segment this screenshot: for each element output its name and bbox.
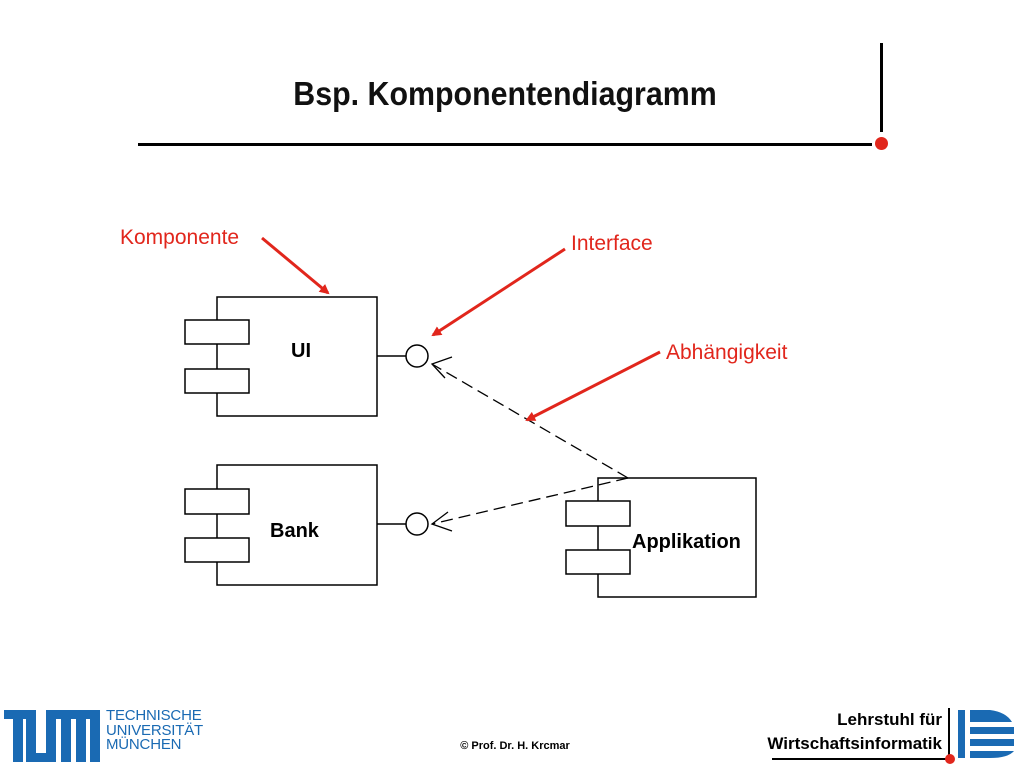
component-ui-port-bottom [184, 368, 250, 394]
component-bank-label: Bank [270, 520, 320, 542]
annotation-arrow-dependency [525, 350, 661, 422]
annotation-interface-label: Interface [571, 232, 653, 255]
chair-line-1: Lehrstuhl für [837, 710, 942, 729]
component-applikation-port-top [565, 500, 631, 527]
annotation-component-label: Komponente [120, 226, 239, 249]
copyright-text: © Prof. Dr. H. Krcmar [460, 740, 570, 752]
component-bank: Bank [184, 464, 378, 586]
chair-line-2: Wirtschaftsinformatik [767, 734, 942, 753]
tum-wordmark: TECHNISCHE UNIVERSITÄT MÜNCHEN [106, 707, 203, 753]
chair-red-dot [945, 754, 955, 764]
component-applikation-label: Applikation [632, 531, 741, 553]
component-ui-label: UI [291, 340, 311, 362]
interface-bank [377, 512, 429, 536]
tum-line-1: TECHNISCHE [106, 707, 202, 724]
component-bank-port-bottom [184, 537, 250, 563]
chair-underline [772, 758, 948, 760]
annotation-arrow-component [261, 236, 330, 295]
chair-name: Lehrstuhl für Wirtschaftsinformatik [767, 708, 942, 756]
annotation-dependency-label: Abhängigkeit [666, 341, 788, 364]
dependency-applikation-bank [430, 477, 629, 532]
chair-vertical-line [948, 708, 950, 758]
interface-ui [377, 344, 429, 368]
tum-line-3: MÜNCHEN [106, 736, 182, 753]
component-bank-body [216, 464, 378, 586]
annotation-arrow-interface [431, 247, 566, 337]
component-ui-body [216, 296, 378, 417]
lsi-logo [958, 710, 1014, 758]
dependency-applikation-ui [430, 356, 629, 479]
title-red-dot [875, 137, 888, 150]
page-title: Bsp. Komponentendiagramm [293, 75, 717, 112]
title-underline [138, 143, 872, 146]
component-bank-port-top [184, 488, 250, 515]
tum-line-2: UNIVERSITÄT [106, 721, 203, 739]
component-applikation-body [597, 477, 757, 598]
title-vertical-line [880, 43, 883, 132]
component-ui-port-top [184, 319, 250, 345]
tum-logo [4, 710, 100, 762]
component-applikation: Applikation [565, 477, 757, 598]
component-applikation-port-bottom [565, 549, 631, 575]
component-ui: UI [184, 296, 378, 417]
